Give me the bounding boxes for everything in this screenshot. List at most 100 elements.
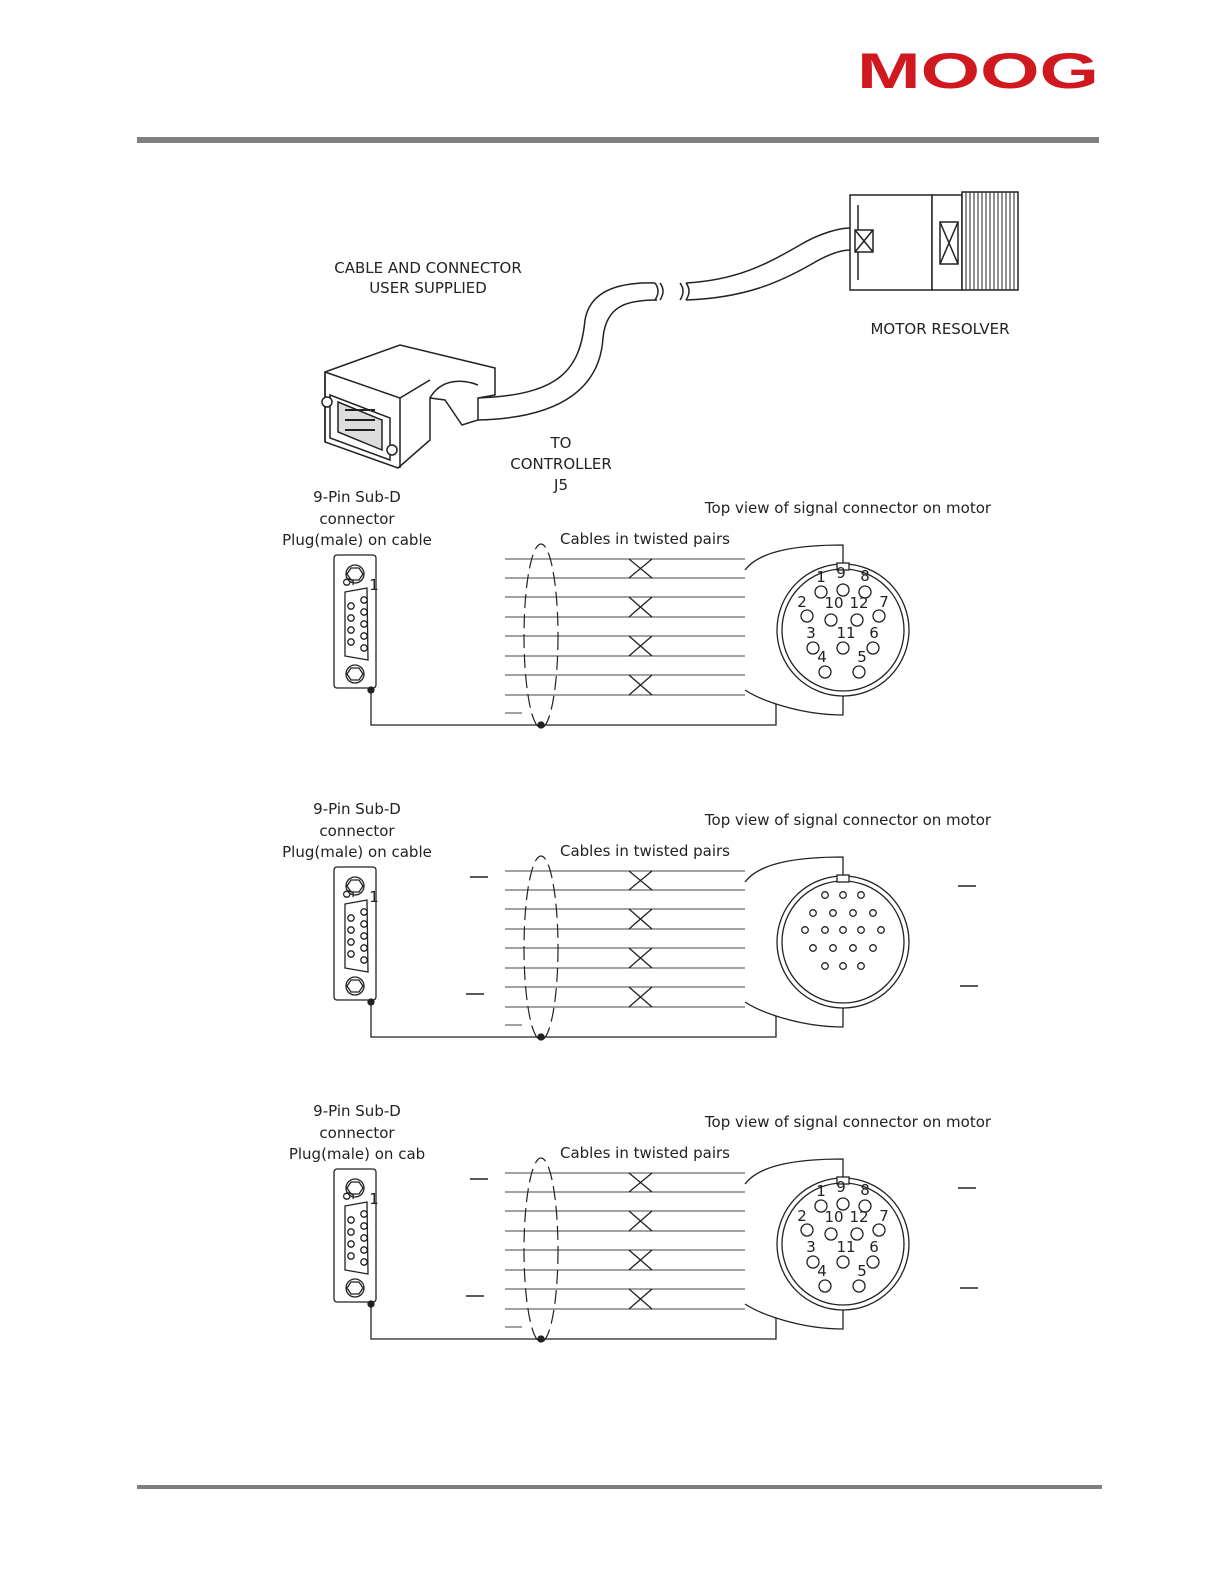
connector-pin — [824, 613, 838, 627]
ground-node — [537, 721, 545, 729]
motor-connector-key — [836, 562, 850, 571]
motor-connector-key — [836, 874, 850, 883]
sub-d-pin-label-6: 6 — [339, 577, 357, 587]
sub-d-screw-top-hex — [346, 879, 364, 893]
ground-node — [367, 686, 375, 694]
wire-bundle — [505, 558, 745, 714]
shield-ground-line — [370, 690, 777, 726]
ground-node — [367, 1300, 375, 1308]
cable-shield — [523, 543, 559, 729]
connector-pin — [818, 665, 832, 679]
connector-pin-label: 8 — [860, 567, 870, 585]
connector-pin — [857, 926, 865, 934]
wire-bundle — [505, 870, 745, 1026]
sub-d-pin — [347, 626, 355, 634]
sub-d-pin — [360, 956, 368, 964]
sub-d-pin — [347, 914, 355, 922]
sub-d-connector — [333, 866, 377, 1001]
connector-pin — [849, 944, 857, 952]
sub-d-screw-bottom — [345, 664, 365, 684]
connector-pin-label: 2 — [797, 1207, 807, 1225]
cable-shield — [523, 855, 559, 1041]
twisted-pairs-label: Cables in twisted pairs — [560, 842, 730, 860]
connector-pin — [839, 891, 847, 899]
connector-pin — [872, 609, 886, 623]
motor-connector-label: Top view of signal connector on motor — [704, 1113, 992, 1131]
connector-pin — [809, 909, 817, 917]
twist-cross — [628, 870, 653, 891]
sub-d-pin — [347, 1216, 355, 1224]
twist-cross — [628, 1172, 653, 1193]
twist-cross — [628, 674, 653, 696]
j5-label: J5 — [553, 476, 568, 494]
sub-d-screw-bottom-hex — [346, 667, 364, 681]
sub-d-label-line1: 9-Pin Sub-D — [313, 1102, 401, 1120]
sub-d-label-line3: Plug(male) on cable — [282, 843, 432, 861]
sub-d-screw-bottom — [345, 1278, 365, 1298]
sub-d-face — [344, 1201, 369, 1275]
twist-cross — [628, 596, 653, 618]
connector-pin — [857, 962, 865, 970]
sub-d-pin — [347, 1240, 355, 1248]
sub-d-pin — [360, 920, 368, 928]
sub-d-pin-label-1: 1 — [369, 576, 379, 594]
moog-logo: MOOG — [857, 43, 1099, 99]
sub-d-pin — [360, 632, 368, 640]
motor-connector-inner-ring — [781, 880, 905, 1004]
sub-d-pin — [360, 596, 368, 604]
sub-d-pin — [360, 944, 368, 952]
connector-pin — [869, 944, 877, 952]
connector-pin — [858, 585, 872, 599]
connector-pin-label: 8 — [860, 1181, 870, 1199]
sub-d-label-line2: connector — [319, 822, 395, 840]
connector-pin — [800, 1223, 814, 1237]
connector-pin-label: 1 — [816, 568, 826, 586]
connector-pin — [866, 641, 880, 655]
motor-resolver-label: MOTOR RESOLVER — [870, 320, 1009, 338]
twist-cross — [628, 947, 653, 969]
connector-pin — [821, 926, 829, 934]
connector-pin-label: 12 — [849, 1208, 868, 1226]
sub-d-screw-bottom-hex — [346, 1281, 364, 1295]
sub-d-screw-top-hex — [346, 1181, 364, 1195]
sub-d-pin — [360, 908, 368, 916]
cable-left-inner — [477, 299, 658, 421]
sub-d-face — [344, 587, 369, 661]
connector-pin — [866, 1255, 880, 1269]
sub-d-pin — [360, 620, 368, 628]
cable-right-inner — [685, 249, 851, 301]
controller-label: CONTROLLER — [510, 455, 612, 473]
sub-d-pin — [360, 932, 368, 940]
sub-d-screw-top-hex — [346, 567, 364, 581]
connector-pin — [806, 1255, 820, 1269]
sub-d-pin-label-6: 6 — [339, 1191, 357, 1201]
shield-ground — [367, 998, 780, 1041]
sub-d-pin — [360, 1210, 368, 1218]
connector-pin-label: 6 — [869, 624, 879, 642]
shield-ground — [367, 1300, 780, 1343]
sub-d-label-line1: 9-Pin Sub-D — [313, 488, 401, 506]
sub-d-pin — [347, 950, 355, 958]
sub-d-screw-bottom — [345, 976, 365, 996]
connector-pin — [814, 1199, 828, 1213]
sub-d-pin — [347, 926, 355, 934]
connector-pin — [849, 909, 857, 917]
sub-d-pin — [360, 644, 368, 652]
sub-d-screw-top — [345, 1178, 365, 1198]
motor-resolver-connector — [849, 191, 1019, 291]
connector-pin — [801, 926, 809, 934]
sub-d-label-line3: Plug(male) on cable — [282, 531, 432, 549]
sub-d-label-line2: connector — [319, 510, 395, 528]
cable-label-line1: CABLE AND CONNECTOR — [334, 259, 522, 277]
sub-d-label-line1: 9-Pin Sub-D — [313, 800, 401, 818]
sub-d-pin — [347, 602, 355, 610]
motor-signal-connector — [744, 544, 910, 716]
connector-pin — [869, 909, 877, 917]
connector-pin — [829, 944, 837, 952]
connector-pin — [852, 665, 866, 679]
sub-d-connector — [333, 554, 377, 689]
